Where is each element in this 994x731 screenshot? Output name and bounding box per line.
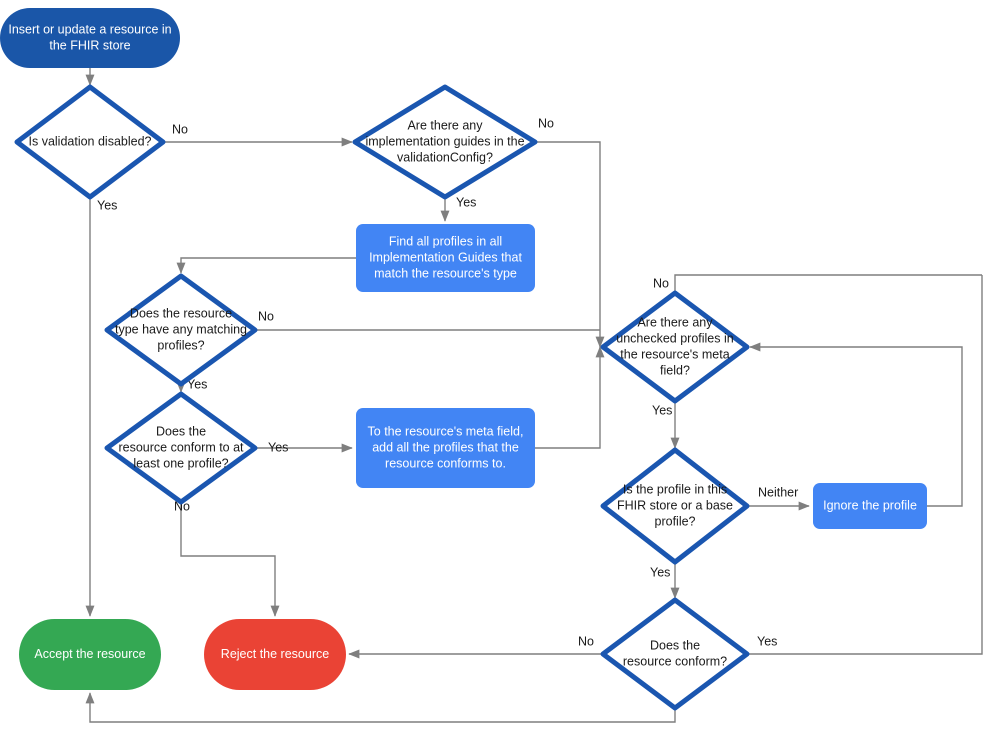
edge-line — [674, 274, 982, 293]
process-shape — [356, 224, 535, 292]
decision-shape — [600, 447, 750, 565]
edge-label: No — [172, 122, 188, 136]
edge-line — [747, 275, 983, 655]
edge-e-ignore-loop — [749, 342, 963, 507]
edge-label: Yes — [757, 634, 777, 648]
node-ignore-profile[interactable]: Ignore the profile — [813, 483, 927, 529]
edge-line — [749, 342, 963, 507]
terminal-shape — [204, 619, 346, 690]
edge-e-location-yes: Yes — [650, 562, 680, 599]
edge-e-guides-yes: Yes — [440, 195, 476, 222]
edge-e-guides-no: No — [535, 116, 605, 348]
edge-e-unchecked-no: No — [653, 274, 982, 293]
edge-label: Yes — [97, 198, 117, 212]
decision-shape — [104, 273, 258, 387]
edge-e-conform-yes-loop: Yes — [747, 275, 983, 655]
edge-e-unchecked-yes: Yes — [652, 401, 680, 449]
edge-e-validation-yes: Yes — [85, 197, 117, 617]
decision-shape — [352, 84, 538, 200]
decision-shape — [14, 84, 166, 200]
edge-label: Yes — [652, 403, 672, 417]
edge-label: Neither — [758, 485, 798, 499]
edge-label: Yes — [650, 565, 670, 579]
edge-e-matching-no: No — [255, 309, 600, 331]
edge-label: No — [653, 276, 669, 290]
decision-shape — [104, 391, 258, 505]
edge-label: No — [258, 309, 274, 323]
edge-line — [535, 141, 605, 348]
edge-label: Yes — [268, 440, 288, 454]
edge-label: Yes — [456, 195, 476, 209]
terminal-shape — [19, 619, 161, 690]
node-reject[interactable]: Reject the resource — [204, 619, 346, 690]
edge-e-conform-no: No — [174, 499, 280, 617]
edge-label: No — [538, 116, 554, 130]
edge-label: Yes — [187, 377, 207, 391]
node-validation-disabled[interactable]: Is validation disabled? — [14, 84, 166, 200]
process-shape — [813, 483, 927, 529]
edge-e-conform-yes: Yes — [255, 440, 353, 454]
terminal-shape — [0, 8, 180, 68]
edge-label: No — [578, 634, 594, 648]
edge-line — [176, 257, 356, 274]
edge-e-findprofiles-matching — [176, 257, 356, 274]
edge-e-bottom-loop-accept — [85, 692, 676, 723]
edge-e-validation-no: No — [163, 122, 353, 147]
edge-e-conform-no-reject: No — [348, 634, 603, 659]
edge-e-addprofiles-unchecked — [535, 346, 605, 449]
edge-line — [535, 346, 605, 449]
decision-shape — [600, 597, 750, 711]
edge-e-location-neither: Neither — [747, 485, 810, 511]
edge-line — [180, 502, 280, 617]
edge-line — [85, 692, 676, 723]
node-accept[interactable]: Accept the resource — [19, 619, 161, 690]
process-shape — [356, 408, 535, 488]
decision-shape — [600, 290, 750, 404]
node-add-profiles-meta[interactable]: To the resource's meta field,add all the… — [356, 408, 535, 488]
